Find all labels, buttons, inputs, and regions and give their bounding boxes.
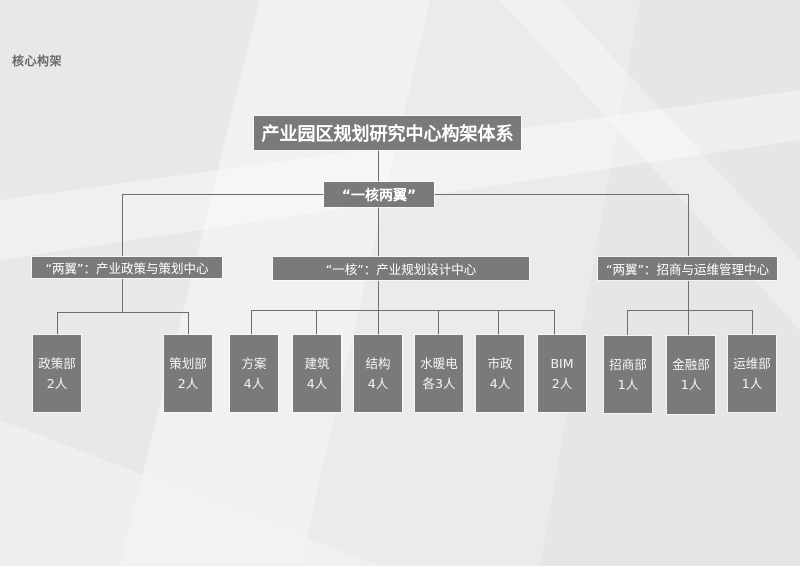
connector-right-stem xyxy=(688,281,689,335)
section-investment-operations: “两翼”：招商与运维管理中心 xyxy=(598,257,777,280)
connector-middle-e xyxy=(498,310,499,335)
page-title: 核心构架 xyxy=(12,54,63,68)
core-node: “一核两翼” xyxy=(324,182,434,207)
dept-name: 策划部 xyxy=(169,355,207,371)
dept-name: 结构 xyxy=(365,355,391,371)
dept-planning: 策划部 2人 xyxy=(164,335,212,412)
section-policy-planning: “两翼”：产业政策与策划中心 xyxy=(32,257,222,278)
connector-left-bar xyxy=(57,312,189,313)
dept-count: 1人 xyxy=(741,375,763,391)
connector-left-b xyxy=(188,312,189,335)
dept-name: 招商部 xyxy=(609,356,647,372)
connector-middle-a xyxy=(251,310,252,335)
dept-count: 1人 xyxy=(617,376,639,392)
dept-mep: 水暖电 各3人 xyxy=(415,335,463,412)
dept-name: 运维部 xyxy=(733,355,771,371)
dept-name: 水暖电 xyxy=(420,355,458,371)
dept-scheme: 方案 4人 xyxy=(230,335,278,412)
dept-operations: 运维部 1人 xyxy=(728,335,776,412)
dept-name: BIM xyxy=(550,355,574,371)
dept-name: 金融部 xyxy=(672,357,710,372)
connector-right-a xyxy=(627,310,628,335)
connector-right-bar xyxy=(627,310,753,311)
dept-investment: 招商部 1人 xyxy=(604,336,652,413)
connector-root-core xyxy=(378,150,379,182)
section-industry-design: “一核”：产业规划设计中心 xyxy=(273,257,529,280)
connector-middle-d xyxy=(438,310,439,335)
dept-structure: 结构 4人 xyxy=(354,335,402,412)
connector-left-a xyxy=(57,312,58,335)
connector-middle-f xyxy=(554,310,555,335)
connector-middle-stem xyxy=(378,281,379,335)
connector-middle-bar xyxy=(251,310,554,311)
dept-count: 4人 xyxy=(489,375,511,391)
dept-name: 方案 xyxy=(241,355,267,371)
dept-count: 2人 xyxy=(46,375,68,391)
dept-count: 1人 xyxy=(680,377,702,392)
dept-municipal: 市政 4人 xyxy=(476,335,524,412)
dept-count: 4人 xyxy=(243,375,265,391)
dept-count: 各3人 xyxy=(422,375,456,391)
root-node: 产业园区规划研究中心构架体系 xyxy=(254,116,521,150)
dept-count: 2人 xyxy=(177,375,199,391)
dept-finance: 金融部 1人 xyxy=(667,336,715,414)
dept-name: 建筑 xyxy=(304,355,330,371)
connector-left-drop xyxy=(122,194,123,256)
connector-left-stem xyxy=(122,279,123,312)
dept-count: 2人 xyxy=(551,375,573,391)
connector-right-c xyxy=(752,310,753,335)
connector-center-drop xyxy=(378,207,379,256)
dept-architecture: 建筑 4人 xyxy=(293,335,341,412)
dept-count: 4人 xyxy=(367,375,389,391)
dept-bim: BIM 2人 xyxy=(538,335,586,412)
dept-name: 市政 xyxy=(487,355,513,371)
connector-right-drop xyxy=(688,194,689,256)
dept-policy: 政策部 2人 xyxy=(33,335,81,412)
dept-count: 4人 xyxy=(306,375,328,391)
dept-name: 政策部 xyxy=(38,355,76,371)
connector-middle-b xyxy=(316,310,317,335)
